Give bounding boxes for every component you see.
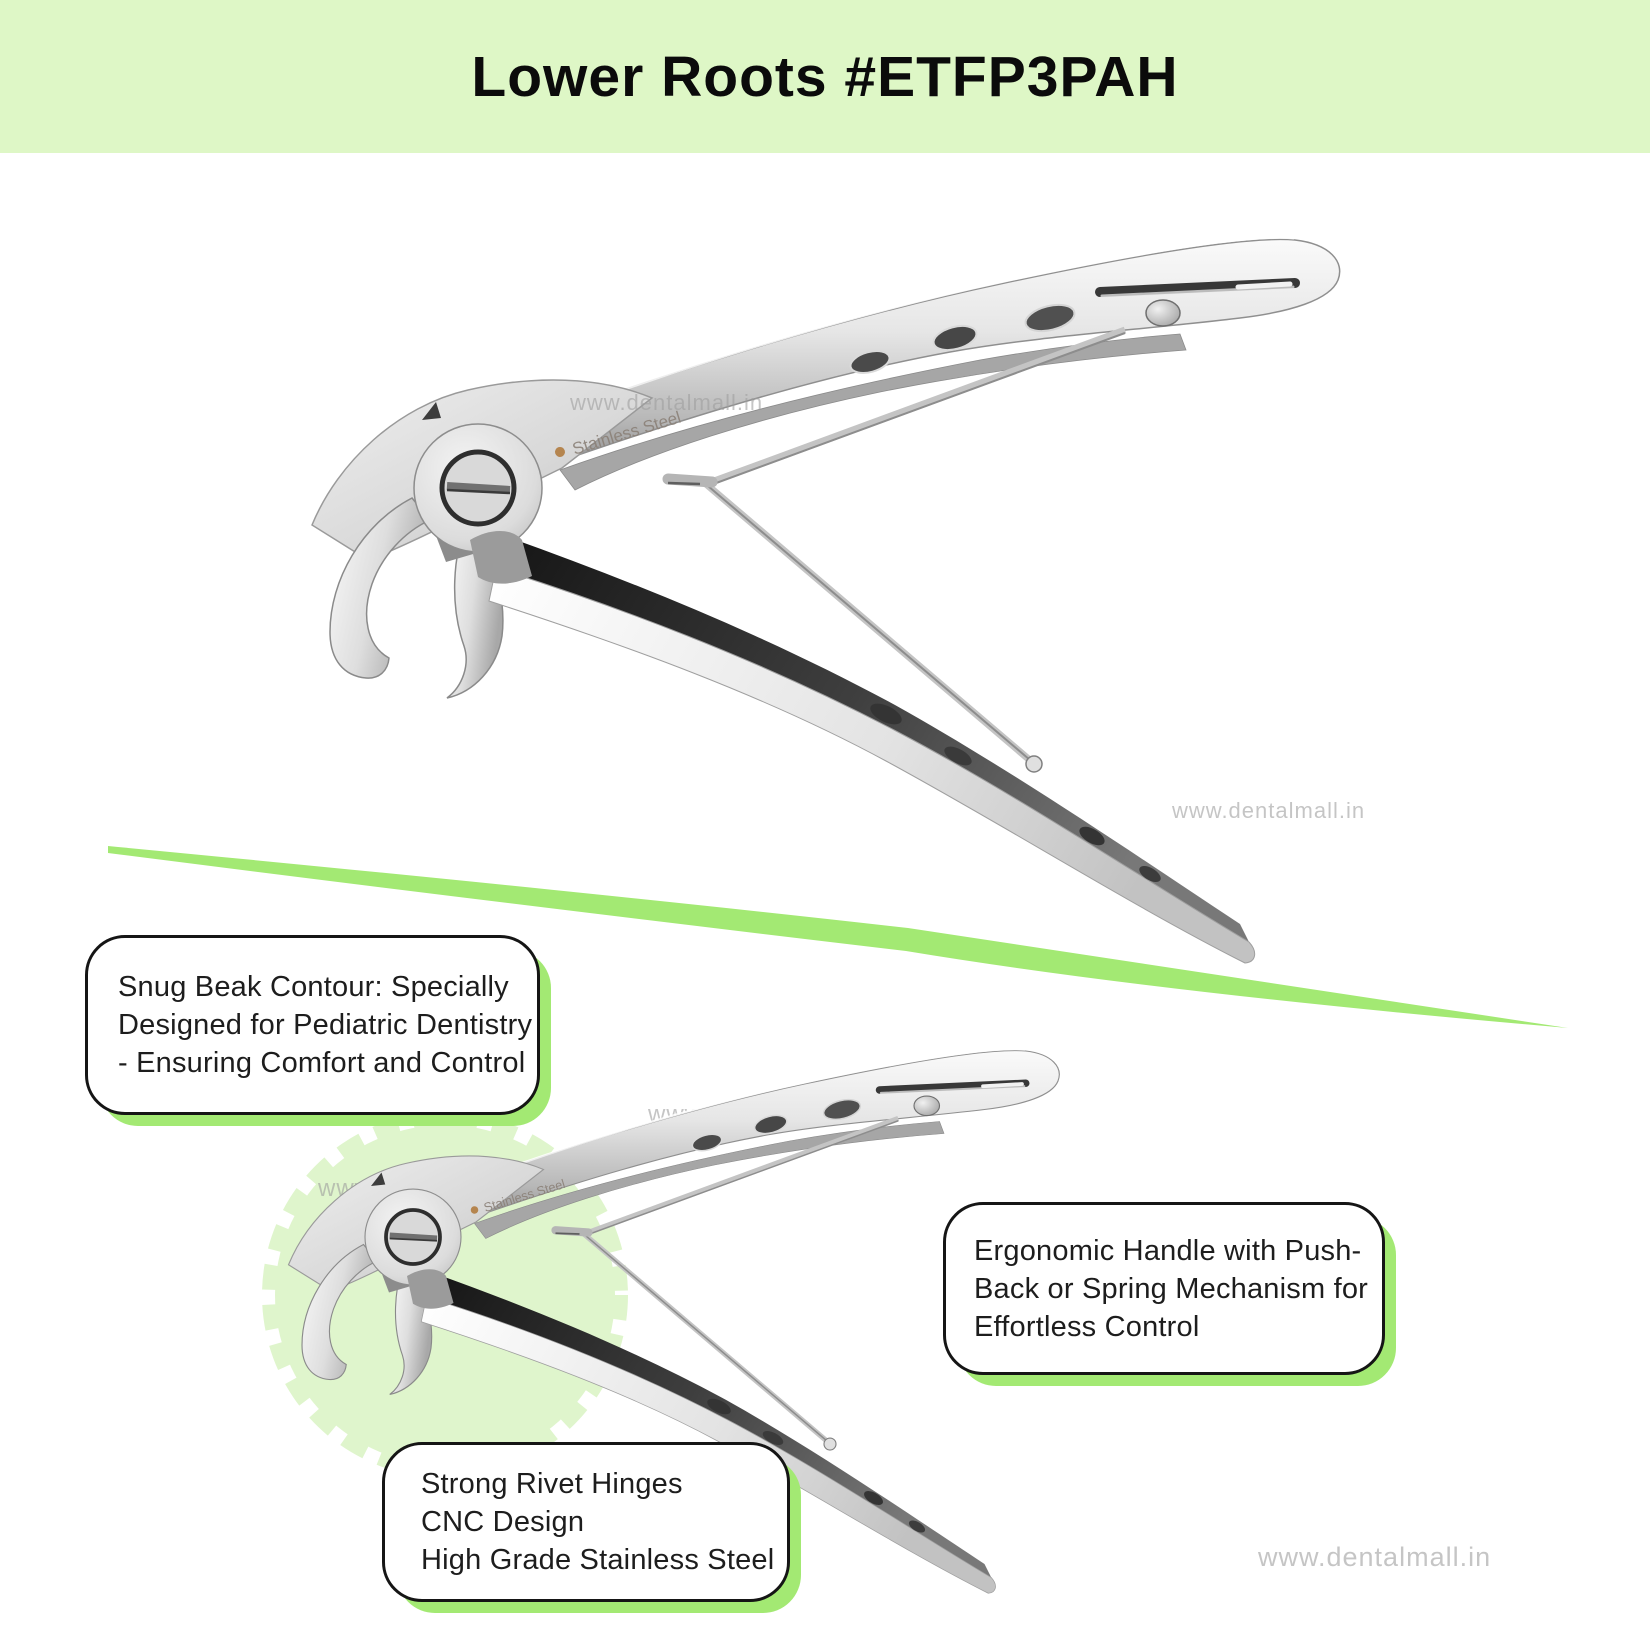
callout-snug-beak: Snug Beak Contour: Specially Designed fo… — [85, 935, 540, 1115]
callout-line: Effortless Control — [974, 1310, 1200, 1343]
callout-line: CNC Design — [421, 1506, 585, 1538]
callout-line: High Grade Stainless Steel — [421, 1544, 775, 1576]
header-banner: Lower Roots #ETFP3PAH — [0, 0, 1650, 153]
callout-ergonomic-handle: Ergonomic Handle with Push- Back or Spri… — [943, 1202, 1385, 1375]
diagonal-divider — [108, 846, 1568, 1028]
watermark: www.dentalmall.in — [569, 390, 763, 415]
callout-line: Snug Beak Contour: Specially — [118, 971, 509, 1003]
callout-line: Designed for Pediatric Dentistry — [118, 1009, 533, 1041]
callout-line: Strong Rivet Hinges — [421, 1468, 683, 1500]
watermark: www.dentalmall.in — [1257, 1542, 1491, 1572]
callout-line: Back or Spring Mechanism for — [974, 1272, 1369, 1305]
watermark: www.dentalmall.in — [1171, 798, 1365, 823]
callout-line: - Ensuring Comfort and Control — [118, 1047, 526, 1079]
page-title: Lower Roots #ETFP3PAH — [471, 44, 1179, 109]
callout-line: Ergonomic Handle with Push- — [974, 1234, 1362, 1267]
forceps-photo-main — [312, 237, 1340, 963]
callout-build-quality: Strong Rivet Hinges CNC Design High Grad… — [382, 1442, 790, 1602]
